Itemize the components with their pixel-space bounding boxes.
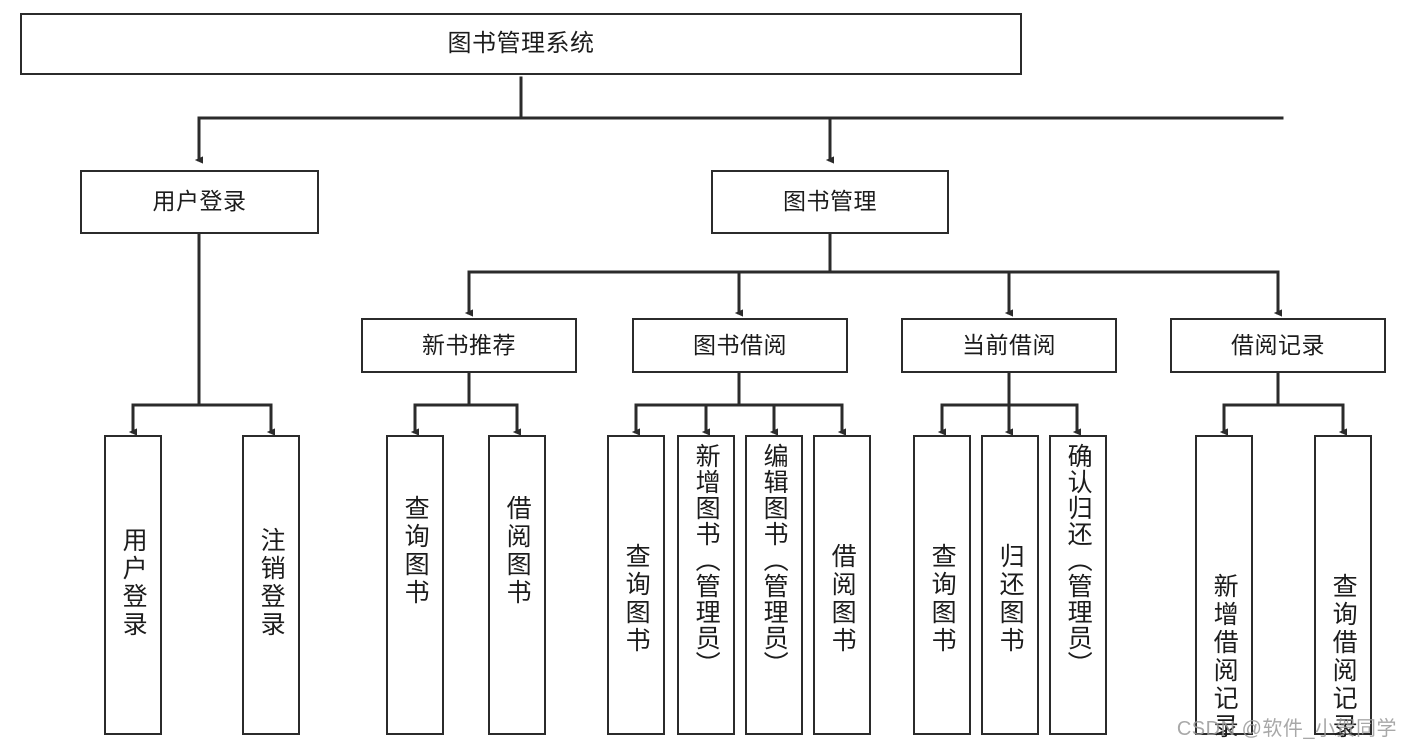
node-leaf-query-record-label: 查询借阅记录 xyxy=(1329,573,1358,741)
node-leaf-confirm-return-label: 确认归还（管理员） xyxy=(1064,443,1093,677)
csdn-watermark: CSDN @软件_小贺同学 xyxy=(1176,718,1397,740)
node-leaf-borrow-book-2[interactable]: 借阅图书 xyxy=(813,435,871,735)
node-current-borrow-label: 当前借阅 xyxy=(962,331,1056,358)
node-book-borrow-label: 图书借阅 xyxy=(693,331,787,358)
node-leaf-edit-book-label: 编辑图书（管理员） xyxy=(760,443,789,677)
node-leaf-borrow-book-2-label: 借阅图书 xyxy=(828,543,857,655)
node-leaf-query-record[interactable]: 查询借阅记录 xyxy=(1314,435,1372,741)
node-leaf-query-book-1-label: 查询图书 xyxy=(401,495,430,607)
node-root-label: 图书管理系统 xyxy=(447,29,595,57)
node-borrow-record-label: 借阅记录 xyxy=(1231,331,1325,358)
node-book-borrow[interactable]: 图书借阅 xyxy=(632,318,848,373)
node-current-borrow[interactable]: 当前借阅 xyxy=(901,318,1117,373)
node-new-book-recommend-label: 新书推荐 xyxy=(422,331,516,358)
node-user-login[interactable]: 用户登录 xyxy=(80,170,319,234)
node-leaf-query-book-3-label: 查询图书 xyxy=(928,543,957,655)
node-root[interactable]: 图书管理系统 xyxy=(20,13,1022,75)
node-book-manage[interactable]: 图书管理 xyxy=(711,170,949,234)
node-leaf-add-book-label: 新增图书（管理员） xyxy=(692,443,721,677)
node-leaf-add-book[interactable]: 新增图书（管理员） xyxy=(677,435,735,735)
node-borrow-record[interactable]: 借阅记录 xyxy=(1170,318,1386,373)
node-leaf-borrow-book-1[interactable]: 借阅图书 xyxy=(488,435,546,735)
node-leaf-query-book-1[interactable]: 查询图书 xyxy=(386,435,444,735)
node-leaf-user-login[interactable]: 用户登录 xyxy=(104,435,162,735)
node-leaf-query-book-3[interactable]: 查询图书 xyxy=(913,435,971,735)
node-leaf-logout-label: 注销登录 xyxy=(257,527,286,639)
node-user-login-label: 用户登录 xyxy=(152,188,247,215)
node-book-manage-label: 图书管理 xyxy=(783,188,877,215)
node-leaf-return-book[interactable]: 归还图书 xyxy=(981,435,1039,735)
node-leaf-borrow-book-1-label: 借阅图书 xyxy=(503,495,532,607)
node-leaf-logout[interactable]: 注销登录 xyxy=(242,435,300,735)
node-leaf-query-book-2-label: 查询图书 xyxy=(622,543,651,655)
node-leaf-add-record-label: 新增借阅记录 xyxy=(1210,573,1239,741)
node-leaf-confirm-return[interactable]: 确认归还（管理员） xyxy=(1049,435,1107,735)
node-leaf-add-record[interactable]: 新增借阅记录 xyxy=(1195,435,1253,741)
node-leaf-user-login-label: 用户登录 xyxy=(119,527,148,639)
node-leaf-query-book-2[interactable]: 查询图书 xyxy=(607,435,665,735)
node-new-book-recommend[interactable]: 新书推荐 xyxy=(361,318,577,373)
node-leaf-edit-book[interactable]: 编辑图书（管理员） xyxy=(745,435,803,735)
node-leaf-return-book-label: 归还图书 xyxy=(996,543,1025,655)
